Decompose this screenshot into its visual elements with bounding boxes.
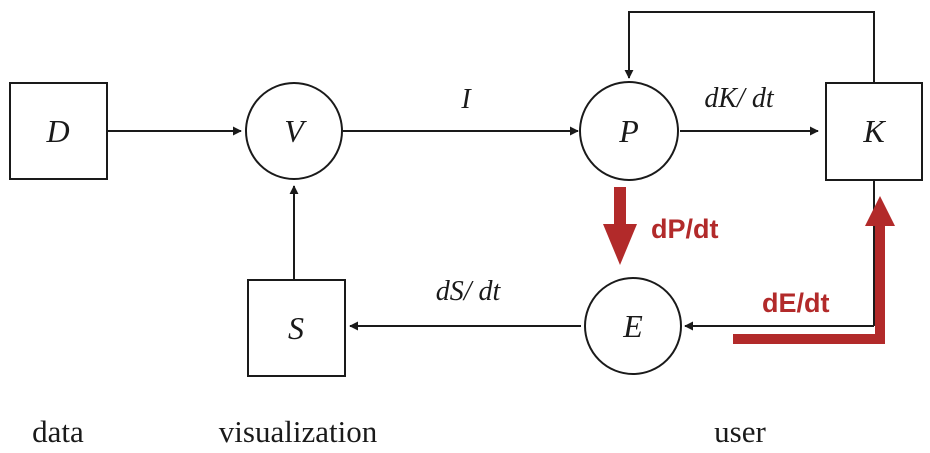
node-k-label: K bbox=[862, 113, 886, 149]
caption-visualization: visualization bbox=[219, 414, 378, 449]
edge-label-i: I bbox=[460, 84, 472, 115]
caption-data: data bbox=[32, 414, 84, 449]
node-k: K bbox=[825, 82, 923, 181]
node-v: V bbox=[245, 82, 343, 180]
node-v-label: V bbox=[284, 113, 307, 149]
dp-dt-arrow bbox=[603, 187, 637, 265]
node-e-label: E bbox=[622, 308, 643, 344]
node-s: S bbox=[247, 279, 346, 377]
caption-user: user bbox=[714, 414, 766, 449]
node-p-label: P bbox=[618, 113, 639, 149]
edge-label-dp-dt: dP/dt bbox=[651, 214, 719, 244]
de-dt-arrow bbox=[733, 196, 895, 344]
edge-k-to-p-feedback bbox=[624, 11, 875, 83]
edge-label-dk-dt: dK/ dt bbox=[704, 83, 774, 114]
edge-label-de-dt: dE/dt bbox=[762, 288, 830, 318]
node-e: E bbox=[584, 277, 682, 375]
node-s-label: S bbox=[288, 310, 304, 346]
node-p: P bbox=[579, 81, 679, 181]
node-d: D bbox=[9, 82, 108, 180]
node-d-label: D bbox=[45, 113, 69, 149]
edge-label-ds-dt: dS/ dt bbox=[436, 276, 502, 307]
